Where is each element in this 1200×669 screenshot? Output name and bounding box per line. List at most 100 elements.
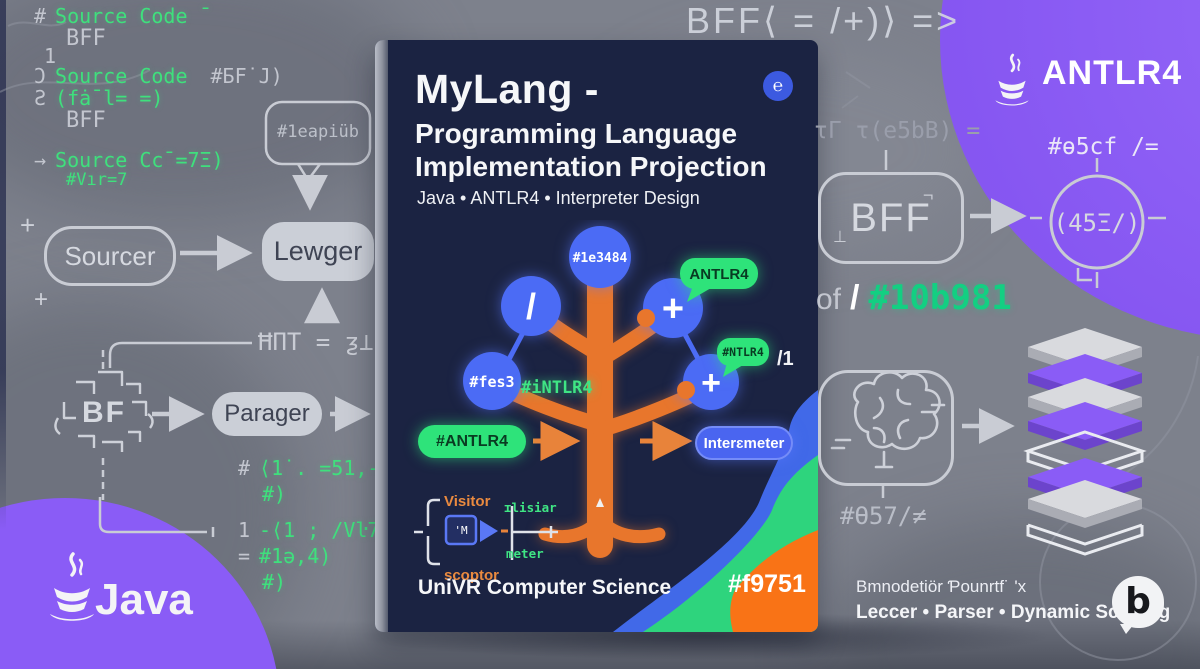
chip-label: BF [82, 396, 126, 429]
green-hex-label: #10b981 [868, 278, 1012, 318]
code-line-1: # Source Code ¯ [34, 4, 212, 28]
badge-glyph: ℮ [772, 76, 784, 95]
doodle-lines [98, 100, 1166, 537]
code-line-4: → Source Cc¯=7Ξ) [34, 148, 224, 172]
code-num: 1 [44, 44, 57, 68]
hex-green-line: of / #10b981 [816, 278, 1012, 318]
orange-band [730, 530, 818, 632]
node-circle [683, 354, 739, 410]
brain-icon [830, 371, 946, 469]
cover-title-line3: Implementation Projection [415, 151, 767, 182]
green-bubbles [680, 258, 769, 377]
cover-footer: UniVR Computer Science [418, 576, 672, 599]
cover-subtitle: Java • ANTLR4 • Interpreter Design [417, 188, 700, 208]
orange-dot [637, 309, 655, 327]
schematic-lines [414, 498, 558, 566]
bff-label: BFF [850, 195, 932, 240]
left-edge-strip [0, 0, 6, 530]
page-edge [375, 40, 388, 632]
publisher-badge: ℮ [763, 71, 793, 101]
b-logo-glyph: b [1125, 581, 1151, 622]
code-text: -⟨1 ; /Vŀ75 [259, 518, 392, 542]
of-label: of [816, 283, 842, 316]
bff-node: BFF ⌐ ⊥ [818, 172, 964, 264]
layer-purple [1028, 402, 1142, 450]
b-logo-tail [1120, 624, 1134, 634]
cover-title-line1: MyLang - [415, 66, 599, 112]
interpreter-pill: Interɛmeter [695, 426, 793, 460]
code-text: Source Code [55, 64, 188, 88]
tree-nodes [463, 226, 739, 410]
green-label-bottom: meter [506, 546, 544, 561]
code-line-low-2: = #1ə,4) [238, 544, 331, 568]
slash-label: / [850, 279, 860, 317]
node-circle [463, 352, 521, 410]
code-prefix: # [34, 4, 47, 28]
node-circle [643, 278, 703, 338]
java-logo-label: Java [95, 575, 193, 624]
orange-dot [677, 381, 695, 399]
visitor-schematic: Visitor 'M ɪlisiar meter scoptor [414, 493, 558, 584]
node-label-plus: + [701, 364, 721, 402]
chip-icon [54, 370, 154, 452]
gauge-circle-label: (45Ξ/) [1054, 209, 1141, 237]
layer-outline-chevron [1026, 523, 1144, 556]
gauge-circle [1049, 174, 1145, 270]
speech-bubble-label: #1eapiüb [277, 122, 359, 142]
node-label-slash: / [526, 286, 536, 327]
code-prefix: # [238, 456, 251, 480]
speech-bubble-outline [264, 100, 372, 166]
code-prefix: 1 [238, 518, 251, 542]
formula-bnt: ĦΠT = ƺ⊥ [258, 328, 374, 356]
antlr-cup-icon [995, 53, 1029, 106]
vm-box [444, 514, 478, 546]
code-line-2: Ɔ Source Code #БF˙J) [34, 64, 283, 88]
brain-hex-label: #Ɵ57/≠ [840, 502, 927, 530]
code-close: #) [262, 570, 287, 594]
code-prefix: → [34, 148, 47, 172]
code-prefix: Ƨ [34, 86, 47, 110]
brain-box [818, 370, 954, 486]
layer-gray [1028, 480, 1142, 528]
antlr-logo-label: ANTLR4 [1042, 54, 1183, 92]
node-label-root: #1e3484 [573, 251, 628, 266]
code-line-3: Ƨ (fȧ¯l= =) [34, 86, 163, 110]
plus-mark: + [20, 210, 36, 240]
formula-gray: τΓ τ(e5bB) = [814, 118, 981, 144]
node-circle [501, 276, 561, 336]
antlr-pill: #ANTLR4 [418, 425, 526, 458]
code-text: #1ə,4) [259, 544, 332, 568]
cover-hex-label: #f9751 [728, 570, 806, 598]
code-prefix: Ɔ [34, 64, 47, 88]
node-label-fes: #fes3 [469, 373, 514, 391]
code-bff-1: BFF [66, 26, 106, 51]
code-text: Source Code ¯ [55, 4, 212, 28]
sourcer-node: Sourcer [44, 226, 176, 286]
ast-tree-diagram: #1e3484 / #fes3 + + ANTLR4 #NTLR4 /1 #iN… [463, 226, 794, 558]
code-suffix: #БF˙J) [210, 64, 283, 88]
code-text: Source Cc¯=7Ξ) [55, 148, 224, 172]
b-logo: b [1112, 576, 1164, 628]
wave-bands [613, 390, 818, 632]
code-bff-2: BFF [66, 108, 106, 133]
floating-green-label: #iNTLR4 [521, 378, 593, 398]
visitor-label: Visitor [444, 493, 491, 510]
book-cover: ℮ MyLang - Programming Language Implemen… [375, 40, 818, 632]
code-line-low-1: 1 -⟨1 ; /Vŀ75 [238, 518, 392, 542]
code-prefix: = [238, 544, 251, 568]
code-sub: #Vır=7 [66, 170, 128, 190]
top-formula: BFF⟨ = /+)⟩ => [686, 0, 961, 41]
plus-mark: + [34, 286, 49, 313]
purple-hex-label: #ɵ5cf /= [1048, 134, 1159, 160]
lewger-node: Lewger [262, 222, 374, 281]
flow-arrows [152, 174, 1027, 444]
cover-title-line2: Programming Language [415, 118, 738, 149]
bubble-label-antlr: ANTLR4 [689, 266, 749, 283]
code-text: (fȧ¯l= =) [55, 86, 164, 110]
bubble-label-ntlr: #NTLR4 [722, 345, 764, 359]
java-cup-icon [50, 552, 94, 621]
tick-mark: ⌐ [921, 185, 934, 205]
green-label-top: ɪlisiar [504, 500, 557, 515]
triangle-marker [480, 520, 498, 542]
